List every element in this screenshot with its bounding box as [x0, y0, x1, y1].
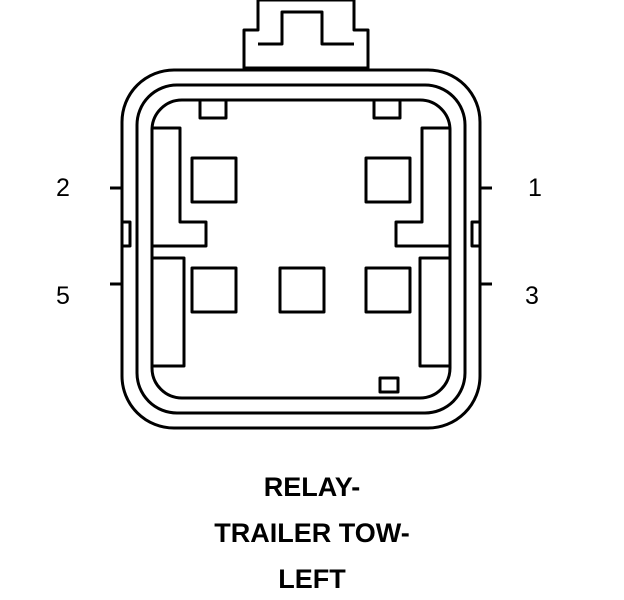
housing-middle — [135, 83, 467, 415]
terminal-cavity-center — [278, 266, 326, 314]
left-rail-upper — [152, 126, 208, 248]
left-rail-lower — [152, 256, 186, 368]
right-rail-lower — [418, 256, 450, 368]
right-side-key — [470, 220, 482, 248]
latch-tab — [242, 0, 370, 70]
pin-label-2: 2 — [56, 174, 70, 202]
caption-line-1: RELAY- — [263, 472, 361, 502]
top-key-right — [372, 98, 402, 120]
caption-line-3: LEFT — [278, 564, 346, 594]
caption-line-2: TRAILER TOW- — [214, 518, 410, 548]
right-notch-upper — [480, 186, 492, 286]
bottom-key — [378, 376, 400, 394]
right-rail-upper — [394, 126, 450, 248]
pin-label-1: 1 — [528, 174, 542, 202]
terminal-cavity-5 — [190, 266, 238, 314]
terminal-cavity-3 — [364, 266, 412, 314]
pin-label-5: 5 — [56, 282, 70, 310]
pin-label-3: 3 — [525, 282, 539, 310]
housing-inner — [150, 98, 452, 400]
terminal-cavity-2 — [190, 156, 238, 204]
left-side-key — [120, 220, 132, 248]
housing-outer — [120, 68, 482, 430]
top-key-left — [198, 98, 228, 120]
terminal-cavity-1 — [364, 156, 412, 204]
left-notch-upper — [110, 186, 122, 286]
